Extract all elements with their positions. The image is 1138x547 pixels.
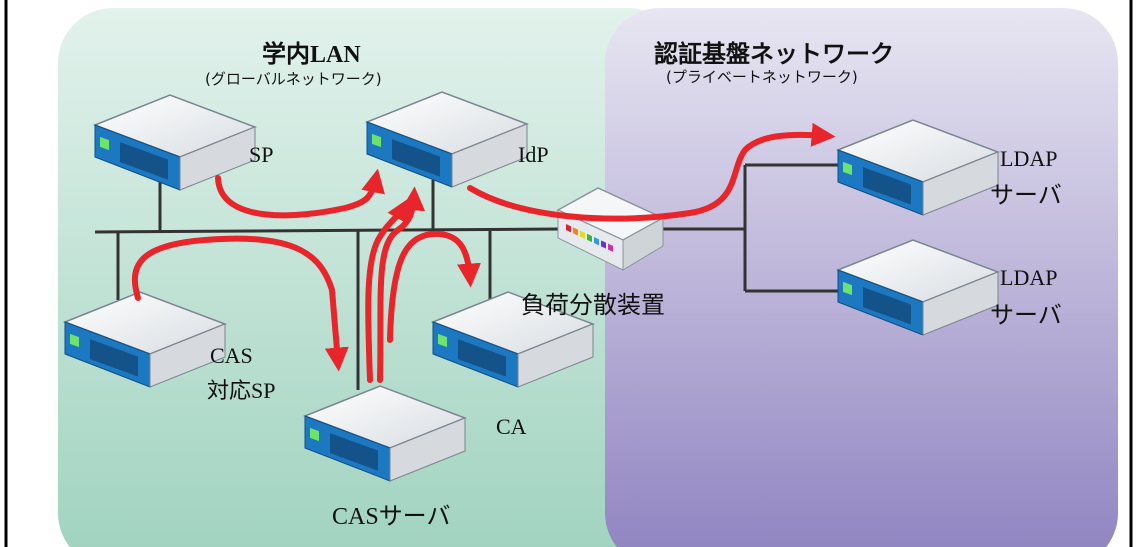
auth-zone-title: 認証基盤ネットワーク [654,40,894,68]
ca-label: CA [496,414,527,439]
arrow-cas-server-to-idp-2 [377,186,426,383]
auth-zone-subtitle: (プライベートネットワーク) [666,68,858,86]
idp-device [364,91,530,188]
cas-sp-device [62,291,228,388]
ldap1-label-line1: LDAP [1000,146,1058,171]
ldap1-label-line2: サーバ [990,181,1062,209]
lan-zone-title: 学内LAN [262,42,361,68]
lan-zone-subtitle: (グローバルネットワーク) [205,70,382,88]
ldap1-device [835,119,1001,216]
network-links [94,163,838,390]
cas-sp-label-line1: CAS [210,343,253,368]
arrow-idp-to-ldap [467,122,836,222]
arrow-sp-to-idp [215,168,385,219]
arrow-cas-server-to-ca [387,230,481,343]
sp-label: SP [249,142,274,167]
flow-arrows [131,122,836,383]
ca-device [430,291,596,388]
arrow-cas-server-to-idp-1 [365,197,410,383]
idp-label: IdP [518,142,549,167]
ldap2-label-line2: サーバ [990,301,1062,329]
load-balancer-device [556,187,665,271]
cas-server-device [302,385,468,482]
load-balancer-label: 負荷分散装置 [521,291,665,319]
arrow-cas-sp-to-cas-server [131,235,349,372]
cas-server-label: CASサーバ [332,504,451,530]
ldap2-device [835,239,1001,336]
cas-sp-label-line2: 対応SP [207,378,276,403]
ldap2-label-line1: LDAP [1000,265,1058,290]
sp-device [92,94,258,191]
